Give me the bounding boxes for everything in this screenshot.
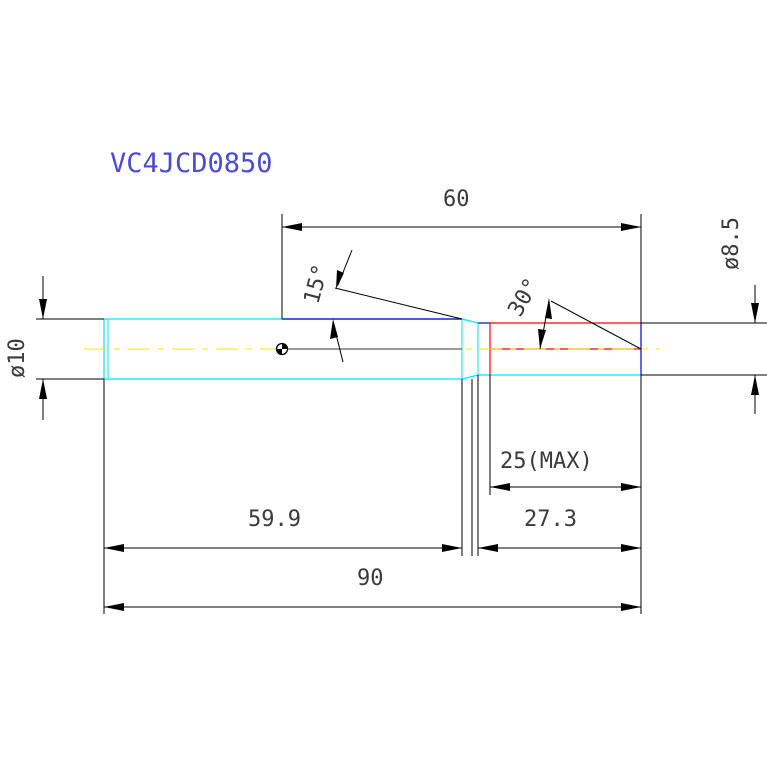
- dimension-flute-length-max: 25(MAX): [489, 375, 641, 495]
- arrow-angle-30-top: [545, 298, 552, 319]
- arrow-right: [621, 483, 641, 491]
- dim-label-angle-15: 15°: [300, 262, 334, 307]
- dimension-angle-30: 30°: [504, 274, 642, 350]
- part-number-title: VC4JCD0850: [110, 148, 273, 179]
- origin-quadrant-fill: [282, 343, 288, 349]
- dimension-cutting-diameter: ø8.5: [641, 217, 767, 414]
- arrow-angle-30-bottom: [538, 329, 546, 349]
- arrow-up: [39, 379, 47, 399]
- arrow-up: [751, 375, 759, 395]
- shank-body: [103, 318, 462, 380]
- dimension-shank-length: 59.9: [103, 379, 473, 614]
- arrow-right: [442, 544, 462, 552]
- arrow-down: [39, 299, 47, 319]
- arrow-left: [282, 223, 302, 231]
- dim-label-overall-length: 90: [357, 566, 384, 591]
- angle-15-ext-line: [334, 287, 463, 320]
- arrow-left: [478, 544, 498, 552]
- dimension-shank-diameter: ø10: [5, 276, 104, 420]
- neck-bottom-taper: [461, 374, 479, 380]
- dim-label-shank-diameter: ø10: [5, 338, 30, 378]
- angle-30-ext-line: [550, 300, 642, 350]
- origin-quadrant-fill-2: [276, 349, 282, 355]
- arrow-right: [621, 544, 641, 552]
- dimension-flute-section: 27.3: [477, 375, 642, 614]
- dim-label-shank-length: 59.9: [248, 507, 301, 532]
- dim-label-flute-section: 27.3: [524, 507, 577, 532]
- arrow-right: [621, 603, 641, 611]
- arrow-angle-15-bottom: [330, 319, 338, 339]
- neck-transition: [461, 318, 490, 380]
- dim-label-angle-30: 30°: [504, 274, 546, 321]
- dim-label-gage-length: 60: [443, 187, 470, 212]
- dim-label-flute-length-max: 25(MAX): [500, 449, 593, 474]
- neck-top-taper: [461, 318, 479, 324]
- arrow-left: [104, 544, 124, 552]
- dimension-overall-length: 90: [104, 566, 641, 611]
- arrow-angle-15-top: [336, 270, 344, 289]
- arrow-right: [621, 223, 641, 231]
- dimension-gage-length: 60: [281, 187, 642, 323]
- arrow-down: [751, 303, 759, 323]
- dimension-angle-15: 15°: [300, 249, 463, 363]
- arrow-left: [104, 603, 124, 611]
- dim-label-cutting-diameter: ø8.5: [719, 217, 744, 270]
- reference-point-marker: [275, 342, 289, 356]
- arrow-left: [490, 483, 510, 491]
